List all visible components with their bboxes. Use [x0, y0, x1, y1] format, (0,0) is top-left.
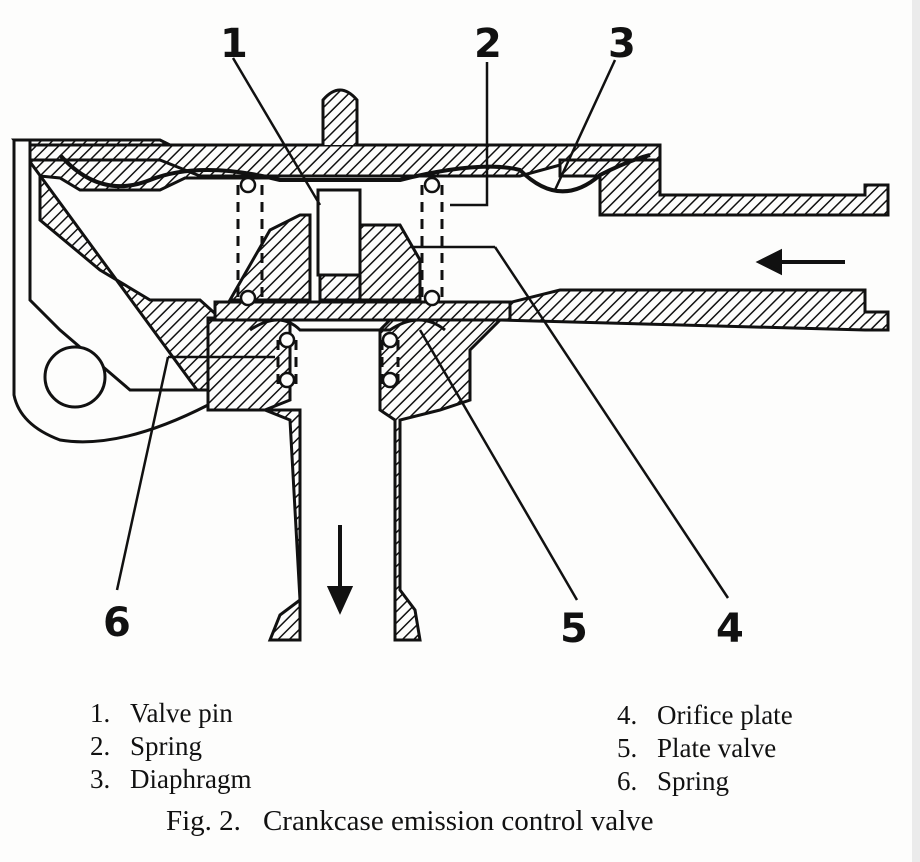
diaphragm	[58, 153, 651, 194]
legend-item: 3.Diaphragm	[90, 764, 252, 794]
figure-caption: Fig. 2. Crankcase emission control valve	[166, 805, 654, 838]
legend-item: 5.Plate valve	[617, 733, 777, 763]
legend-left-column: 1.Valve pin 2.Spring 3.Diaphragm	[90, 697, 251, 796]
callout-5: 5	[560, 606, 588, 652]
callout-6: 6	[103, 600, 131, 646]
upper-springs	[236, 185, 444, 385]
figure-label: Fig. 2.	[166, 805, 241, 837]
figure-caption-text: Crankcase emission control valve	[262, 805, 654, 837]
leader-lines	[115, 57, 730, 601]
legend-item: 4.Orifice plate	[617, 700, 793, 730]
spring-coil-ends	[239, 176, 441, 389]
scrollbar[interactable]	[912, 0, 920, 862]
flow-arrows	[326, 248, 845, 615]
callout-1: 1	[220, 21, 248, 67]
callout-2: 2	[474, 21, 502, 67]
legend-right-column: 4.Orifice plate 5.Plate valve 6.Spring	[617, 699, 793, 798]
valve-pin	[316, 88, 362, 302]
legend-item: 1.Valve pin	[90, 698, 233, 728]
callout-3: 3	[608, 21, 636, 67]
valve-body	[11, 138, 890, 642]
callout-4: 4	[716, 606, 744, 652]
legend-item: 2.Spring	[90, 731, 203, 761]
legend-item: 6.Spring	[617, 766, 730, 796]
plate-valve	[249, 318, 446, 332]
